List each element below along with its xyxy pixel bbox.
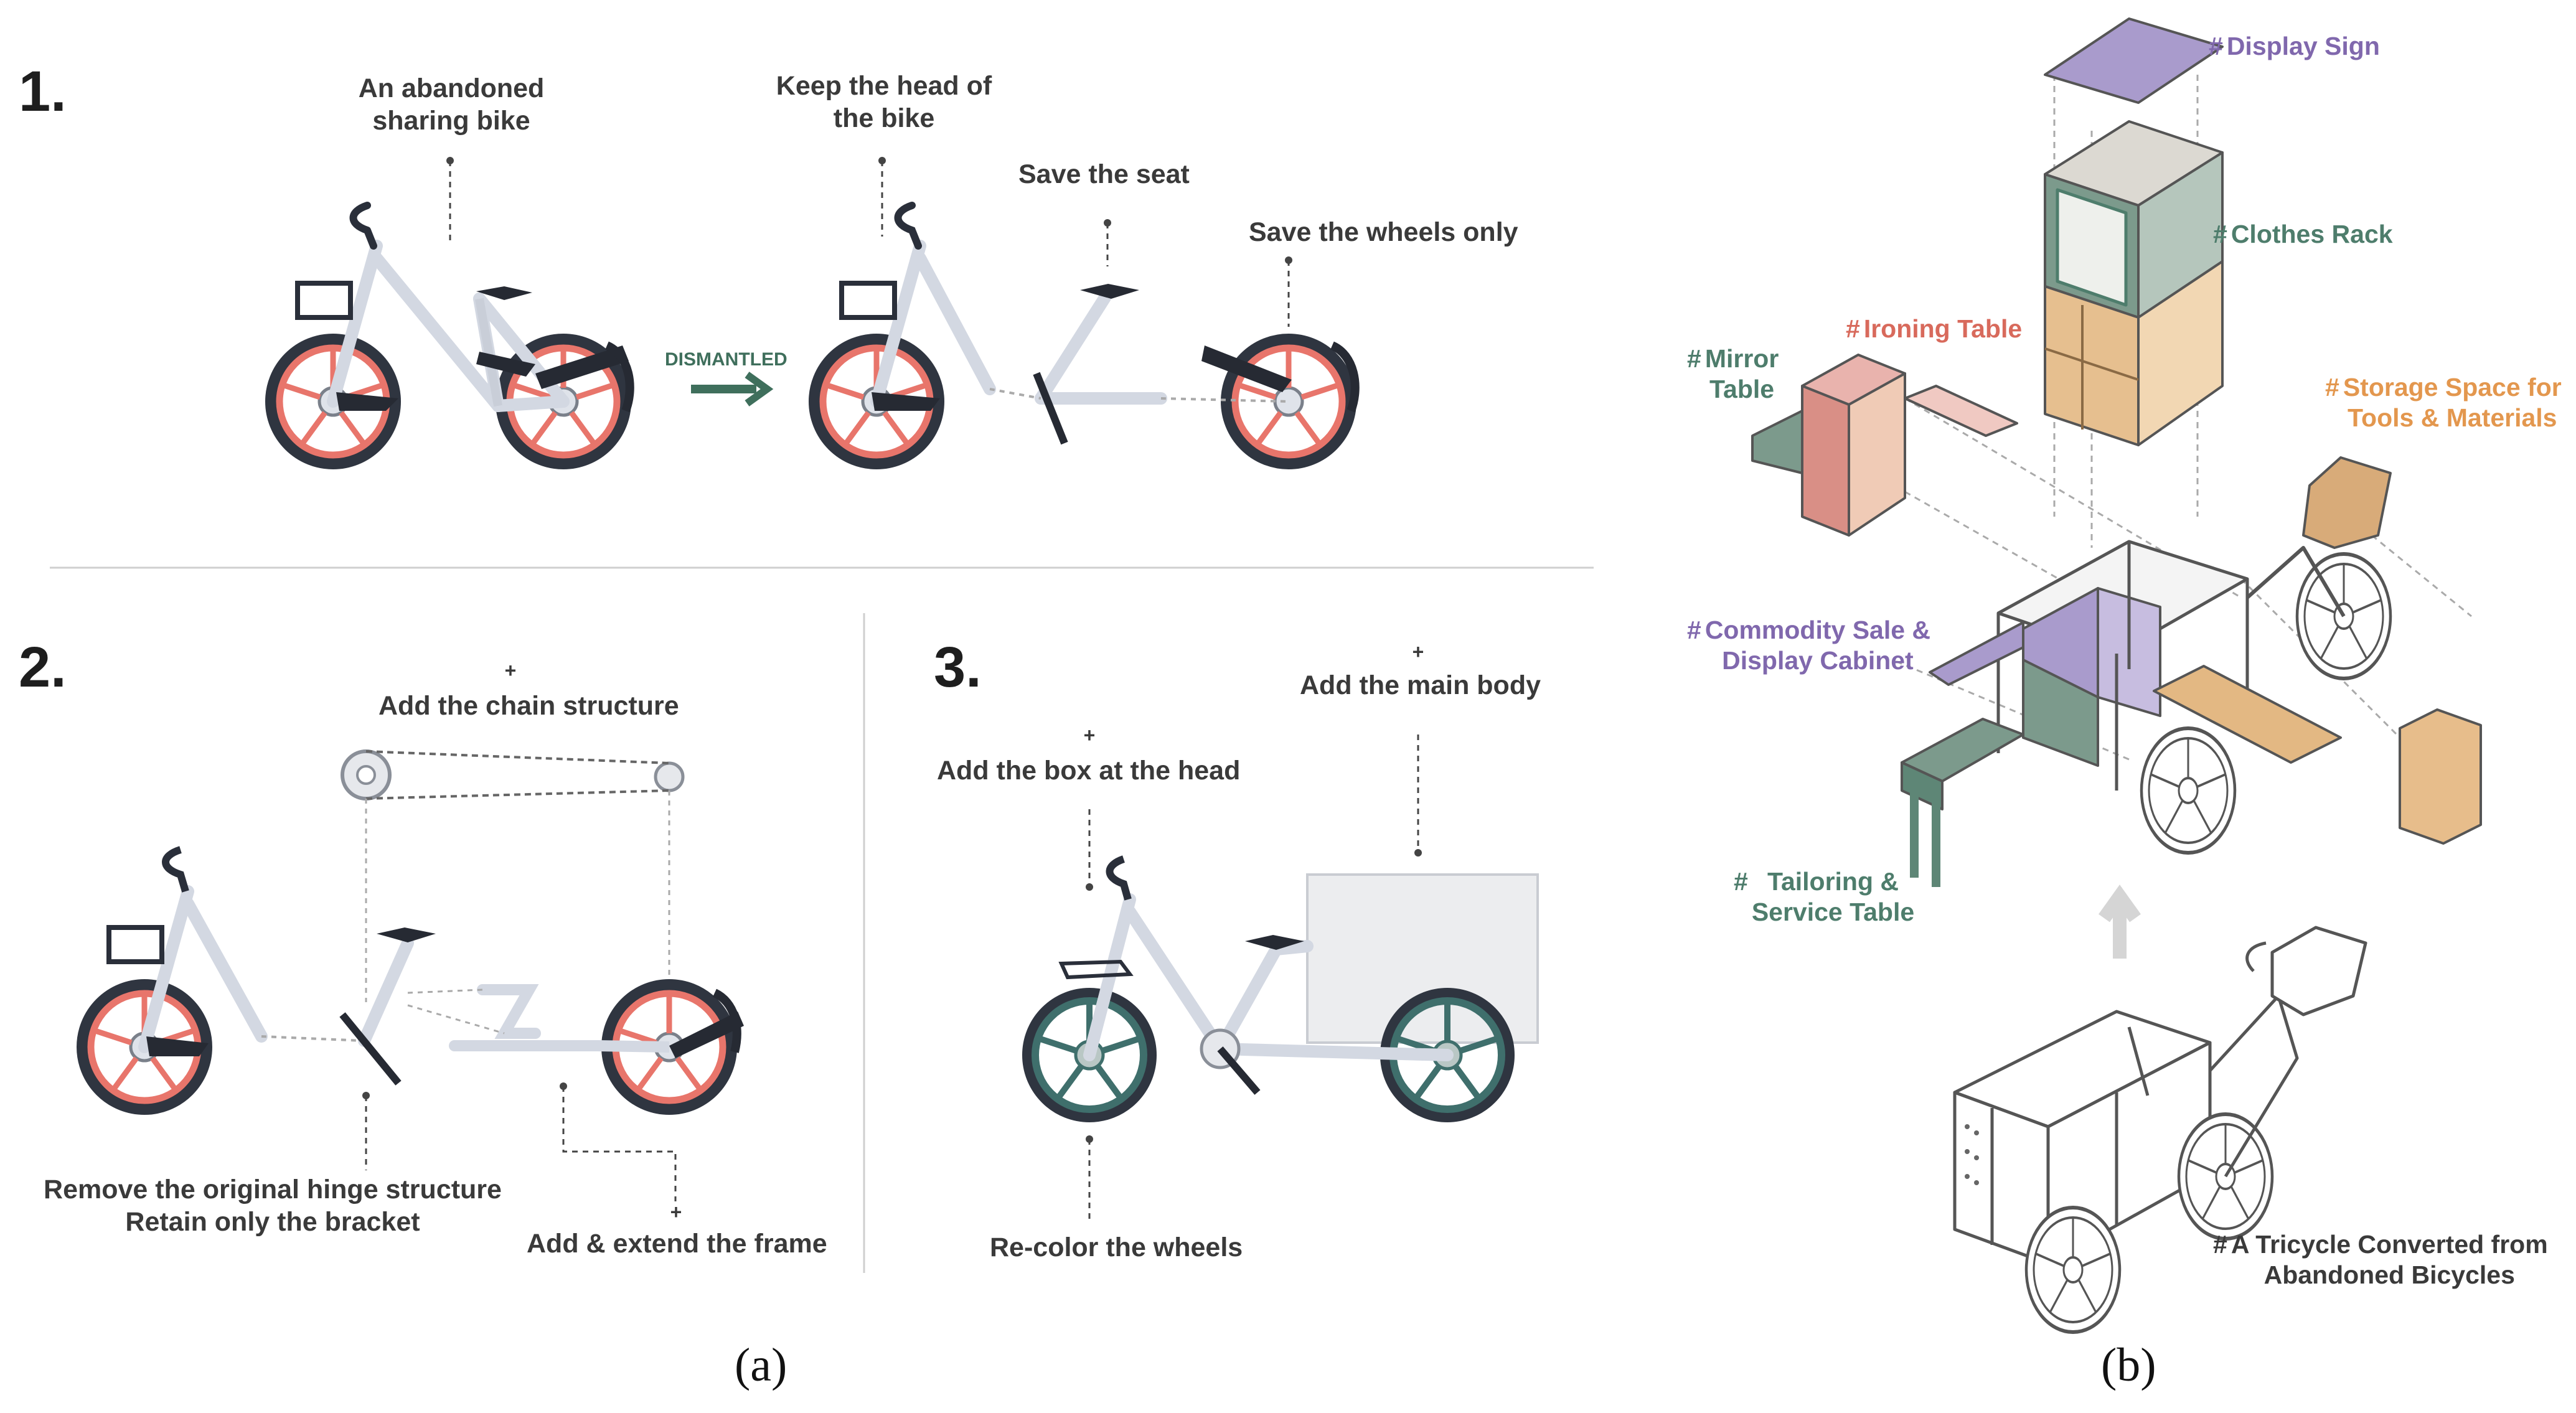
- leader-lines-step3: [1088, 735, 1419, 1220]
- plus-chain: +: [504, 659, 517, 682]
- label-dismantled: DISMANTLED: [665, 349, 787, 370]
- label-add-frame: Add & extend the frame: [527, 1229, 827, 1259]
- caption-a: (a): [735, 1339, 787, 1391]
- label-storage-space: #Storage Space for Tools & Materials: [2325, 373, 2562, 433]
- label-add-main-body: Add the main body: [1300, 670, 1541, 700]
- step1-number: 1.: [19, 60, 67, 123]
- leader-lines-step2: [365, 1086, 677, 1201]
- label-abandoned-bike: An abandoned sharing bike: [358, 73, 545, 136]
- dismantled-bike: [814, 202, 1360, 464]
- leader-dots-step3: [1086, 849, 1422, 1143]
- label-commodity-sale: #Commodity Sale & Display Cabinet: [1687, 616, 1931, 675]
- label-save-seat: Save the seat: [1018, 159, 1190, 189]
- label-clothes-rack: #Clothes Rack: [2213, 220, 2393, 248]
- plus-frame: +: [670, 1201, 682, 1223]
- label-display-sign: #Display Sign: [2209, 32, 2380, 60]
- leader-dots-step1: [446, 157, 1292, 264]
- plus-box: +: [1083, 724, 1096, 746]
- full-bike: [271, 202, 634, 464]
- label-add-chain: Add the chain structure: [378, 691, 679, 721]
- label-recolor-wheels: Re-color the wheels: [990, 1232, 1243, 1262]
- step3-number: 3.: [934, 636, 982, 699]
- leader-lines-step1: [449, 161, 1290, 327]
- finished-tricycle: [1953, 926, 2367, 1332]
- exploded-assembly: [1751, 17, 2482, 887]
- label-add-box: Add the box at the head: [937, 756, 1241, 786]
- step3-drawing: [1027, 855, 1539, 1117]
- caption-b: (b): [2101, 1339, 2156, 1391]
- label-tricycle: #A Tricycle Converted from Abandoned Bic…: [2213, 1230, 2548, 1290]
- plus-main-body: +: [1412, 641, 1424, 663]
- leader-dots-step2: [362, 1082, 567, 1099]
- label-mirror-table: #Mirror Table: [1687, 344, 1779, 404]
- label-ironing-table: #Ironing Table: [1846, 314, 2023, 343]
- step2-number: 2.: [19, 636, 67, 699]
- step2-drawing: [82, 749, 744, 1109]
- label-remove-hinge: Remove the original hinge structure Reta…: [44, 1175, 502, 1237]
- label-tailoring: #Tailoring & Service Table: [1734, 867, 1915, 927]
- label-save-wheels: Save the wheels only: [1249, 217, 1518, 247]
- assembly-up-arrow: [2099, 885, 2141, 959]
- label-keep-head: Keep the head of the bike: [776, 71, 992, 134]
